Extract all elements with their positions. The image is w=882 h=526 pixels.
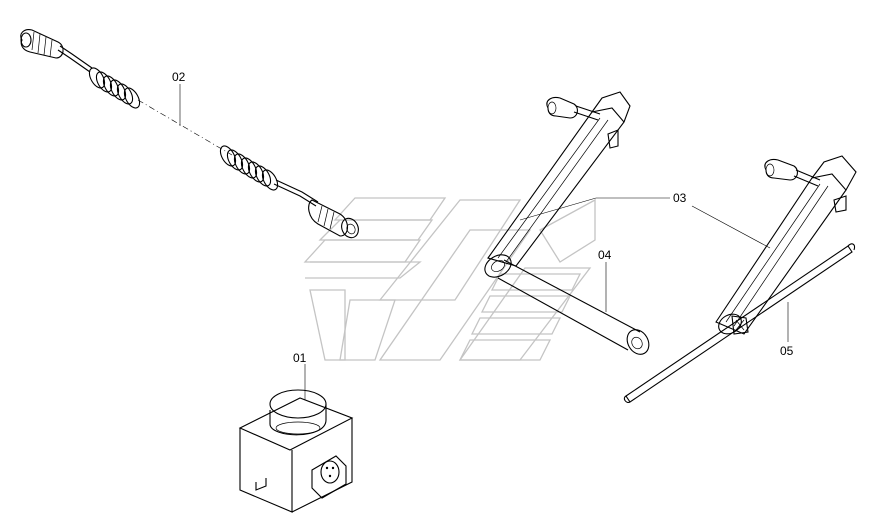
callout-03: 03 [673, 191, 687, 205]
callout-05: 05 [780, 344, 794, 358]
part-05-rod [623, 243, 856, 403]
part-01-switch-box [238, 389, 354, 513]
lower-coil [219, 145, 279, 191]
leader-lines [179, 84, 789, 400]
callout-04: 04 [598, 248, 612, 262]
part-04-shaft [497, 259, 650, 355]
upper-coil [88, 67, 141, 109]
part-03-arm-right [715, 155, 857, 335]
callout-01: 01 [293, 351, 307, 365]
watermark-logo [303, 197, 596, 361]
part-03-arm-left [484, 91, 631, 278]
center-line [137, 99, 233, 156]
callout-02: 02 [172, 70, 186, 84]
callout-labels: 02 01 04 03 05 [172, 70, 794, 365]
part-02-cable [20, 29, 359, 239]
